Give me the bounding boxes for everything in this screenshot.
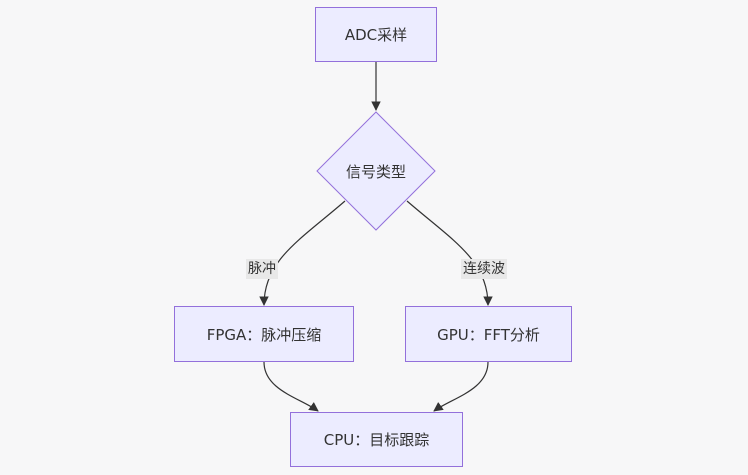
edge-label-continuous-wave: 连续波 — [461, 259, 507, 279]
node-fpga-label: FPGA：脉冲压缩 — [206, 325, 322, 344]
decision-label: 信号类型 — [345, 162, 406, 181]
node-adc-sampling: ADC采样 — [315, 7, 437, 62]
node-fpga-pulse-compression: FPGA：脉冲压缩 — [174, 306, 354, 362]
node-adc-label: ADC采样 — [344, 26, 408, 44]
edge-decision-to-fpga — [259, 200, 346, 306]
edge-label-pulse: 脉冲 — [246, 259, 278, 279]
edge-gpu-to-cpu — [433, 361, 489, 412]
decision-diamond-shape — [316, 111, 436, 231]
node-cpu-target-tracking: CPU：目标跟踪 — [290, 412, 463, 467]
decision-node-signal-type: 信号类型 — [316, 111, 436, 231]
edge-decision-to-gpu — [406, 200, 493, 306]
edge-fpga-to-cpu — [263, 361, 319, 412]
node-gpu-label: GPU：FFT分析 — [437, 325, 540, 344]
node-gpu-fft-analysis: GPU：FFT分析 — [405, 306, 572, 362]
node-cpu-label: CPU：目标跟踪 — [323, 431, 430, 449]
